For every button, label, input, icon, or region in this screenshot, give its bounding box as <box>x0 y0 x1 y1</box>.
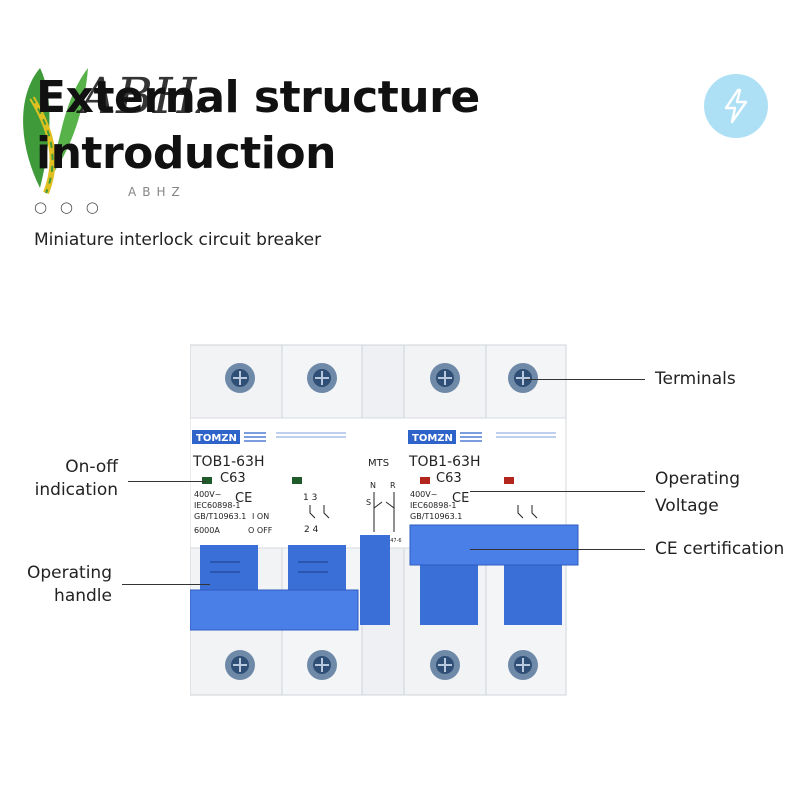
terminal-screw-icon <box>307 650 337 680</box>
terminal-screw-icon <box>508 650 538 680</box>
callout-voltage-line1: Operating <box>655 469 740 489</box>
callout-line-handle <box>122 584 210 585</box>
page-title: External structure introduction <box>36 70 480 182</box>
callout-line-terminals <box>525 379 645 380</box>
watermark: ABHZ ABHZ <box>23 67 200 198</box>
callout-handle-line2: handle <box>54 586 112 606</box>
contacts-bottom: 2 4 <box>304 525 319 535</box>
callout-handle-line1: Operating <box>27 563 112 583</box>
subtitle: Miniature interlock circuit breaker <box>34 230 322 250</box>
on-off-indicator-right <box>420 477 430 484</box>
rating-left: C63 <box>220 471 246 486</box>
callout-onoff-line2: indication <box>34 480 118 500</box>
decorative-dots: ○ ○ ○ <box>34 198 103 216</box>
mts-s: S <box>366 498 371 507</box>
ce-mark-left: CE <box>235 491 252 506</box>
callout-voltage-line2: Voltage <box>655 496 719 516</box>
ce-mark-right: CE <box>452 491 469 506</box>
standard1-right: IEC60898-1 <box>410 501 456 510</box>
brand-label-left: TOMZN <box>196 433 237 444</box>
mts-n: N <box>370 481 376 490</box>
mts-label: MTS <box>368 458 389 469</box>
on-off-indicator-fourth <box>504 477 514 484</box>
terminal-screw-icon <box>225 650 255 680</box>
standard2-left: GB/T10963.1 <box>194 512 246 521</box>
leaf-icon <box>23 68 88 195</box>
on-off-indicator-left <box>202 477 212 484</box>
breaker-body <box>190 344 567 696</box>
callout-line-onoff <box>128 481 206 482</box>
terminal-screw-icon <box>508 363 538 393</box>
terminal-screw-icon <box>430 363 460 393</box>
watermark-text-large: ABHZ <box>76 67 200 125</box>
terminal-screw-icon <box>307 363 337 393</box>
on-label-left: I ON <box>252 512 269 521</box>
terminal-screws-bottom <box>225 650 538 680</box>
watermark-text-small: ABHZ <box>128 185 186 198</box>
contacts-top: 1 3 <box>303 493 317 503</box>
callout-line-ce <box>470 549 645 550</box>
mts-r: R <box>390 481 396 490</box>
model-right: TOB1-63H <box>408 454 480 470</box>
terminal-screw-icon <box>225 363 255 393</box>
model-left: TOB1-63H <box>192 454 264 470</box>
voltage-right: 400V~ <box>410 490 437 499</box>
circuit-breaker-illustration: TOMZN TOMZN TOB1-63H C63 400V~ CE IEC608… <box>190 344 579 696</box>
title-line-1: External structure <box>36 72 480 123</box>
voltage-left: 400V~ <box>194 490 221 499</box>
standard2-right: GB/T10963.1 <box>410 512 462 521</box>
callout-ce: CE certification <box>655 539 785 559</box>
rating-right: C63 <box>436 471 462 486</box>
breaking-capacity-left: 6000A <box>194 526 220 535</box>
operating-handles <box>190 524 579 631</box>
bolt-badge <box>704 74 768 138</box>
lightning-bolt-icon <box>724 88 748 124</box>
callout-onoff-line1: On-off <box>65 457 118 477</box>
on-off-indicator-second <box>292 477 302 484</box>
callout-terminals: Terminals <box>655 369 736 389</box>
off-label-left: O OFF <box>248 526 273 535</box>
title-line-2: introduction <box>36 128 336 179</box>
terminal-screw-icon <box>430 650 460 680</box>
brand-label-right: TOMZN <box>412 433 453 444</box>
standard1-left: IEC60898-1 <box>194 501 240 510</box>
terminal-screws-top <box>225 363 538 393</box>
callout-line-voltage <box>470 491 645 492</box>
